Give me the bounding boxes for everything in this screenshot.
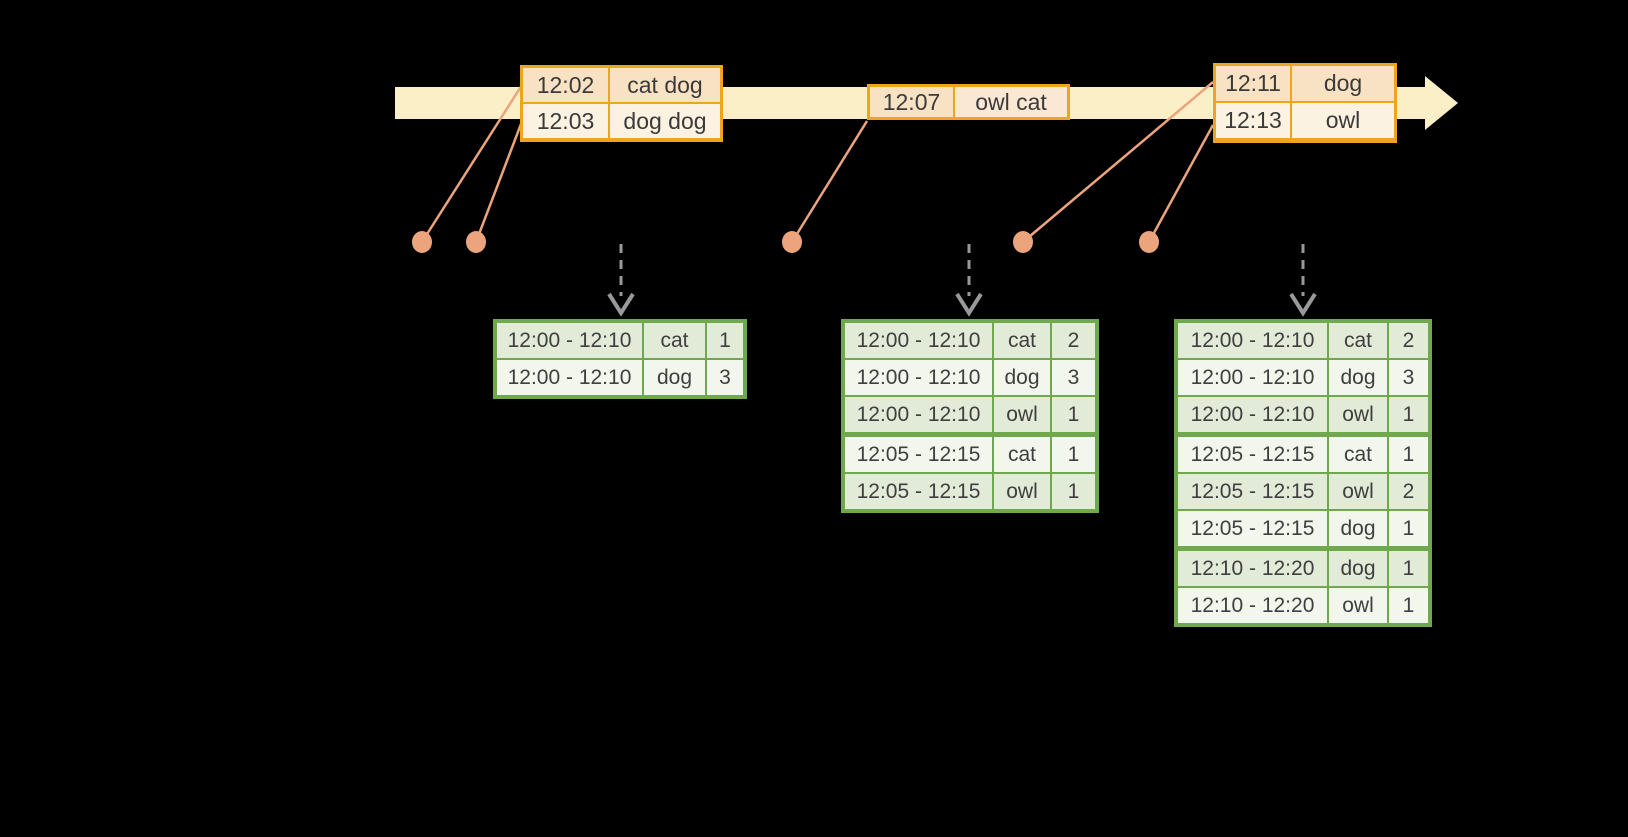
word-cell: cat: [1329, 323, 1387, 358]
table-row: 12:10 - 12:20 owl 1: [1178, 588, 1428, 623]
timeline-arrowhead-icon: [1425, 76, 1458, 130]
table-row: 12:05 - 12:15 owl 1: [845, 474, 1095, 509]
window-cell: 12:00 - 12:10: [497, 360, 642, 395]
window-cell: 12:10 - 12:20: [1178, 551, 1327, 586]
word-cell: owl: [1329, 474, 1387, 509]
word-cell: cat: [1329, 437, 1387, 472]
word-cell: owl: [1329, 397, 1387, 432]
event-box-3: 12:11 dog 12:13 owl: [1213, 63, 1397, 143]
table-row: 12:05 - 12:15 owl 2: [1178, 474, 1428, 509]
trigger-arrowhead-icon: [1289, 292, 1317, 317]
window-cell: 12:05 - 12:15: [845, 437, 992, 472]
event-time: 12:07: [870, 87, 953, 117]
event-box-1: 12:02 cat dog 12:03 dog dog: [520, 65, 723, 142]
event-dot-icon: [1139, 231, 1159, 253]
count-cell: 2: [1389, 323, 1428, 358]
event-connector-line: [474, 123, 523, 243]
table-row: 12:05 - 12:15 cat 1: [1178, 437, 1428, 472]
count-cell: 1: [1389, 397, 1428, 432]
word-cell: owl: [1329, 588, 1387, 623]
table-row: 12:00 - 12:10 cat 2: [1178, 323, 1428, 358]
count-cell: 3: [1389, 360, 1428, 395]
event-dot-icon: [412, 231, 432, 253]
window-cell: 12:05 - 12:15: [1178, 511, 1327, 546]
window-cell: 12:00 - 12:10: [845, 360, 992, 395]
count-cell: 1: [1389, 551, 1428, 586]
count-cell: 2: [1389, 474, 1428, 509]
table-row: 12:00 - 12:10 cat 2: [845, 323, 1095, 358]
event-time: 12:03: [523, 104, 608, 138]
word-cell: dog: [1329, 360, 1387, 395]
count-cell: 1: [1389, 588, 1428, 623]
event-time: 12:11: [1216, 66, 1290, 101]
word-cell: cat: [644, 323, 705, 358]
table-row: 12:00 - 12:10 cat 1: [497, 323, 743, 358]
word-cell: owl: [994, 397, 1050, 432]
window-cell: 12:00 - 12:10: [1178, 323, 1327, 358]
event-row: 12:13 owl: [1216, 103, 1394, 138]
window-cell: 12:05 - 12:15: [1178, 474, 1327, 509]
window-cell: 12:00 - 12:10: [845, 397, 992, 432]
window-cell: 12:05 - 12:15: [1178, 437, 1327, 472]
table-row: 12:10 - 12:20 dog 1: [1178, 551, 1428, 586]
count-cell: 1: [1389, 437, 1428, 472]
event-connector-line: [790, 120, 869, 243]
table-row: 12:00 - 12:10 owl 1: [1178, 397, 1428, 432]
event-words: cat dog: [610, 68, 720, 102]
count-cell: 1: [1052, 437, 1095, 472]
event-connector-line: [1147, 124, 1215, 243]
event-words: dog dog: [610, 104, 720, 138]
event-row: 12:11 dog: [1216, 66, 1394, 101]
result-table-2: 12:00 - 12:10 cat 2 12:00 - 12:10 dog 3 …: [841, 319, 1099, 513]
event-dots: [412, 231, 1159, 253]
table-row: 12:00 - 12:10 owl 1: [845, 397, 1095, 432]
word-cell: cat: [994, 437, 1050, 472]
table-row: 12:00 - 12:10 dog 3: [497, 360, 743, 395]
word-cell: dog: [1329, 551, 1387, 586]
event-words: owl cat: [955, 87, 1067, 117]
event-dot-icon: [1013, 231, 1033, 253]
window-cell: 12:05 - 12:15: [845, 474, 992, 509]
table-row: 12:00 - 12:10 dog 3: [1178, 360, 1428, 395]
word-cell: owl: [994, 474, 1050, 509]
event-dot-icon: [782, 231, 802, 253]
table-row: 12:05 - 12:15 dog 1: [1178, 511, 1428, 546]
window-cell: 12:00 - 12:10: [1178, 397, 1327, 432]
window-cell: 12:10 - 12:20: [1178, 588, 1327, 623]
count-cell: 3: [1052, 360, 1095, 395]
result-table-3: 12:00 - 12:10 cat 2 12:00 - 12:10 dog 3 …: [1174, 319, 1432, 627]
event-words: dog: [1292, 66, 1394, 101]
count-cell: 2: [1052, 323, 1095, 358]
trigger-arrowhead-icon: [955, 292, 983, 317]
event-dot-icon: [466, 231, 486, 253]
event-row: 12:07 owl cat: [870, 87, 1067, 117]
word-cell: dog: [994, 360, 1050, 395]
word-cell: dog: [1329, 511, 1387, 546]
table-row: 12:05 - 12:15 cat 1: [845, 437, 1095, 472]
window-cell: 12:00 - 12:10: [845, 323, 992, 358]
word-cell: cat: [994, 323, 1050, 358]
event-words: owl: [1292, 103, 1394, 138]
count-cell: 1: [1389, 511, 1428, 546]
count-cell: 1: [1052, 474, 1095, 509]
window-cell: 12:00 - 12:10: [1178, 360, 1327, 395]
count-cell: 1: [1052, 397, 1095, 432]
count-cell: 3: [707, 360, 743, 395]
word-cell: dog: [644, 360, 705, 395]
event-box-2: 12:07 owl cat: [867, 84, 1070, 120]
event-row: 12:03 dog dog: [523, 104, 720, 138]
trigger-arrowhead-icon: [607, 292, 635, 317]
event-time: 12:13: [1216, 103, 1290, 138]
event-time: 12:02: [523, 68, 608, 102]
trigger-arrows: [607, 244, 1317, 317]
window-cell: 12:00 - 12:10: [497, 323, 642, 358]
event-row: 12:02 cat dog: [523, 68, 720, 102]
table-row: 12:00 - 12:10 dog 3: [845, 360, 1095, 395]
result-table-1: 12:00 - 12:10 cat 1 12:00 - 12:10 dog 3: [493, 319, 747, 399]
count-cell: 1: [707, 323, 743, 358]
